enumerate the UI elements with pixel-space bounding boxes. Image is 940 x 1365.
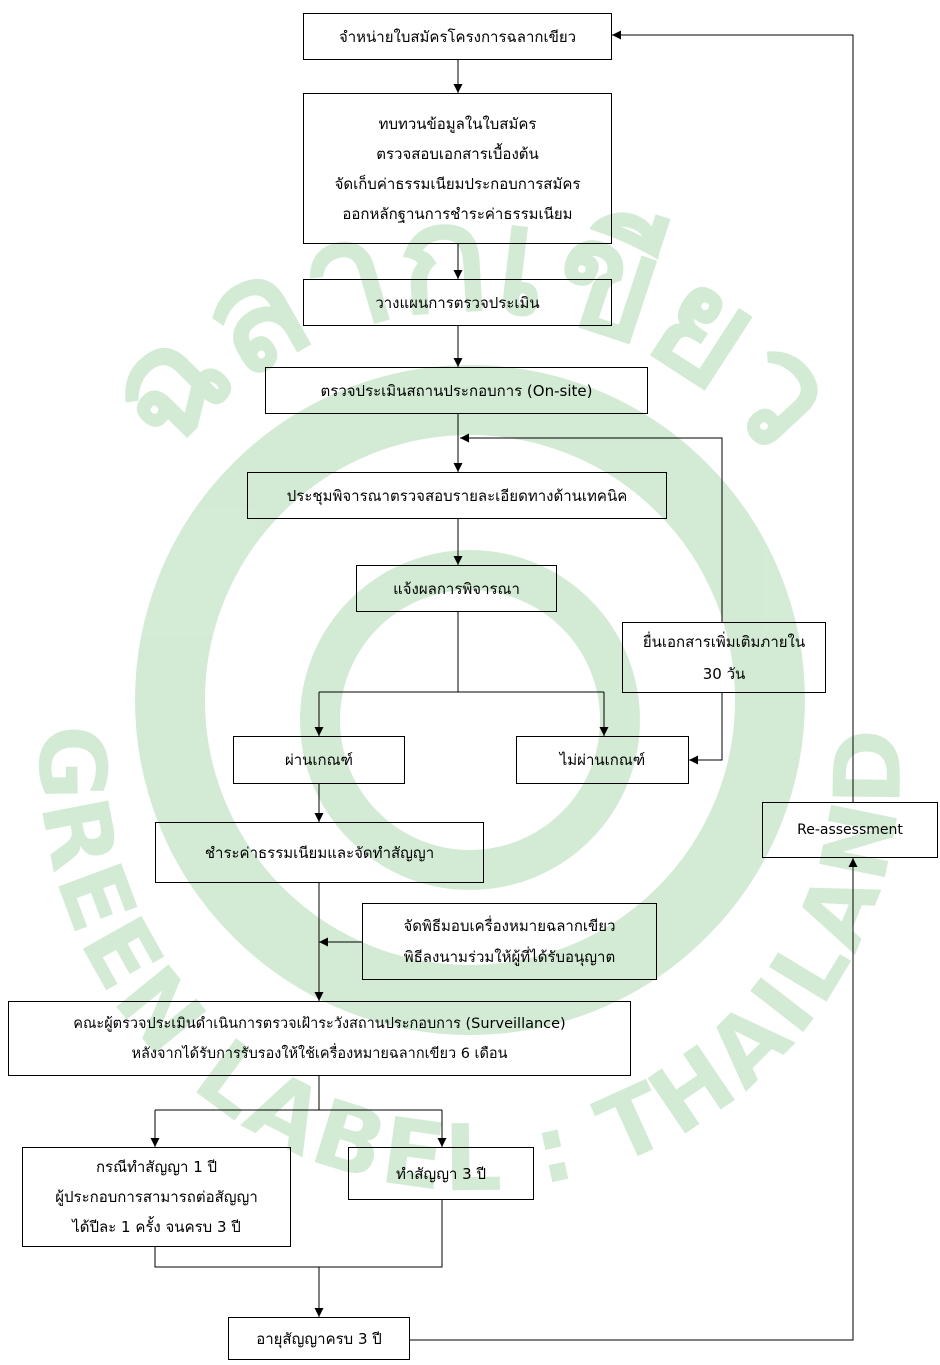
step-label: ทำสัญญา 3 ปี: [395, 1164, 487, 1183]
step-label-line: จัดพิธีมอบเครื่องหมายฉลากเขียว: [403, 916, 616, 935]
step-label-line: ตรวจสอบเอกสารเบื้องต้น: [376, 144, 539, 163]
step-label: ผ่านเกณฑ์: [284, 751, 354, 769]
step-label-line: ทบทวนข้อมูลในใบสมัคร: [378, 114, 537, 133]
step-notify-result: แจ้งผลการพิจารณา: [356, 565, 557, 612]
connector-contracts-merge: [154, 1200, 443, 1268]
step-resubmit-documents: ยื่นเอกสารเพิ่มเติมภายใน 30 วัน: [622, 622, 826, 693]
step-three-year-contract: ทำสัญญา 3 ปี: [348, 1147, 534, 1200]
step-label-line: ผู้ประกอบการสามารถต่อสัญญา: [55, 1188, 258, 1206]
step-label-line: หลังจากได้รับการรับรองให้ใช้เครื่องหมายฉ…: [131, 1045, 508, 1062]
step-label-line: 30 วัน: [702, 664, 746, 683]
step-label-line: พิธีลงนามร่วมให้ผู้ที่ได้รับอนุญาต: [403, 947, 616, 966]
step-pay-and-contract: ชำระค่าธรรมเนียมและจัดทำสัญญา: [155, 822, 484, 883]
step-label-line: จัดเก็บค่าธรรมเนียมประกอบการสมัคร: [334, 174, 581, 193]
step-label-line: ยื่นเอกสารเพิ่มเติมภายใน: [642, 632, 806, 651]
step-label: ไม่ผ่านเกณฑ์: [559, 751, 646, 769]
step-one-year-contract: กรณีทำสัญญา 1 ปี ผู้ประกอบการสามารถต่อสั…: [22, 1147, 291, 1247]
step-label: วางแผนการตรวจประเมิน: [375, 293, 540, 312]
step-pass: ผ่านเกณฑ์: [233, 736, 405, 784]
watermark-ring: [135, 365, 805, 1035]
step-label: แจ้งผลการพิจารณา: [393, 579, 520, 598]
step-label: จำหน่ายใบสมัครโครงการฉลากเขียว: [338, 27, 577, 46]
step-sell-application-forms: จำหน่ายใบสมัครโครงการฉลากเขียว: [303, 13, 612, 60]
step-label-line: คณะผู้ตรวจประเมินดำเนินการตรวจเฝ้าระวังส…: [73, 1015, 566, 1032]
step-surveillance: คณะผู้ตรวจประเมินดำเนินการตรวจเฝ้าระวังส…: [8, 1001, 631, 1076]
step-label-line: ได้ปีละ 1 ครั้ง จนครบ 3 ปี: [72, 1218, 241, 1236]
step-label-line: กรณีทำสัญญา 1 ปี: [95, 1158, 218, 1176]
step-technical-meeting: ประชุมพิจารณาตรวจสอบรายละเอียดทางด้านเทค…: [247, 472, 667, 519]
arrow-resubmit-to-meeting: [460, 433, 723, 622]
step-label: Re-assessment: [797, 822, 903, 838]
arrow-reassessment-to-sell: [612, 30, 854, 802]
step-contract-expiry: อายุสัญญาครบ 3 ปี: [228, 1317, 410, 1360]
step-review-application: ทบทวนข้อมูลในใบสมัคร ตรวจสอบเอกสารเบื้อง…: [303, 93, 612, 244]
arrow-expiry-to-reassessment: [410, 858, 858, 1341]
step-award-ceremony: จัดพิธีมอบเครื่องหมายฉลากเขียว พิธีลงนาม…: [362, 903, 657, 980]
step-onsite-assessment: ตรวจประเมินสถานประกอบการ (On-site): [265, 367, 648, 414]
step-label-line: ออกหลักฐานการชำระค่าธรรมเนียม: [342, 204, 573, 223]
step-label: ประชุมพิจารณาตรวจสอบรายละเอียดทางด้านเทค…: [286, 486, 628, 505]
step-label: ตรวจประเมินสถานประกอบการ (On-site): [320, 381, 593, 400]
watermark-inner-circle: [300, 550, 640, 890]
step-label: ชำระค่าธรรมเนียมและจัดทำสัญญา: [204, 843, 435, 862]
step-plan-assessment: วางแผนการตรวจประเมิน: [303, 279, 612, 326]
step-fail: ไม่ผ่านเกณฑ์: [516, 736, 689, 784]
step-label: อายุสัญญาครบ 3 ปี: [256, 1329, 382, 1348]
arrow-resubmit-to-fail: [689, 693, 723, 765]
step-reassessment: Re-assessment: [762, 802, 938, 858]
